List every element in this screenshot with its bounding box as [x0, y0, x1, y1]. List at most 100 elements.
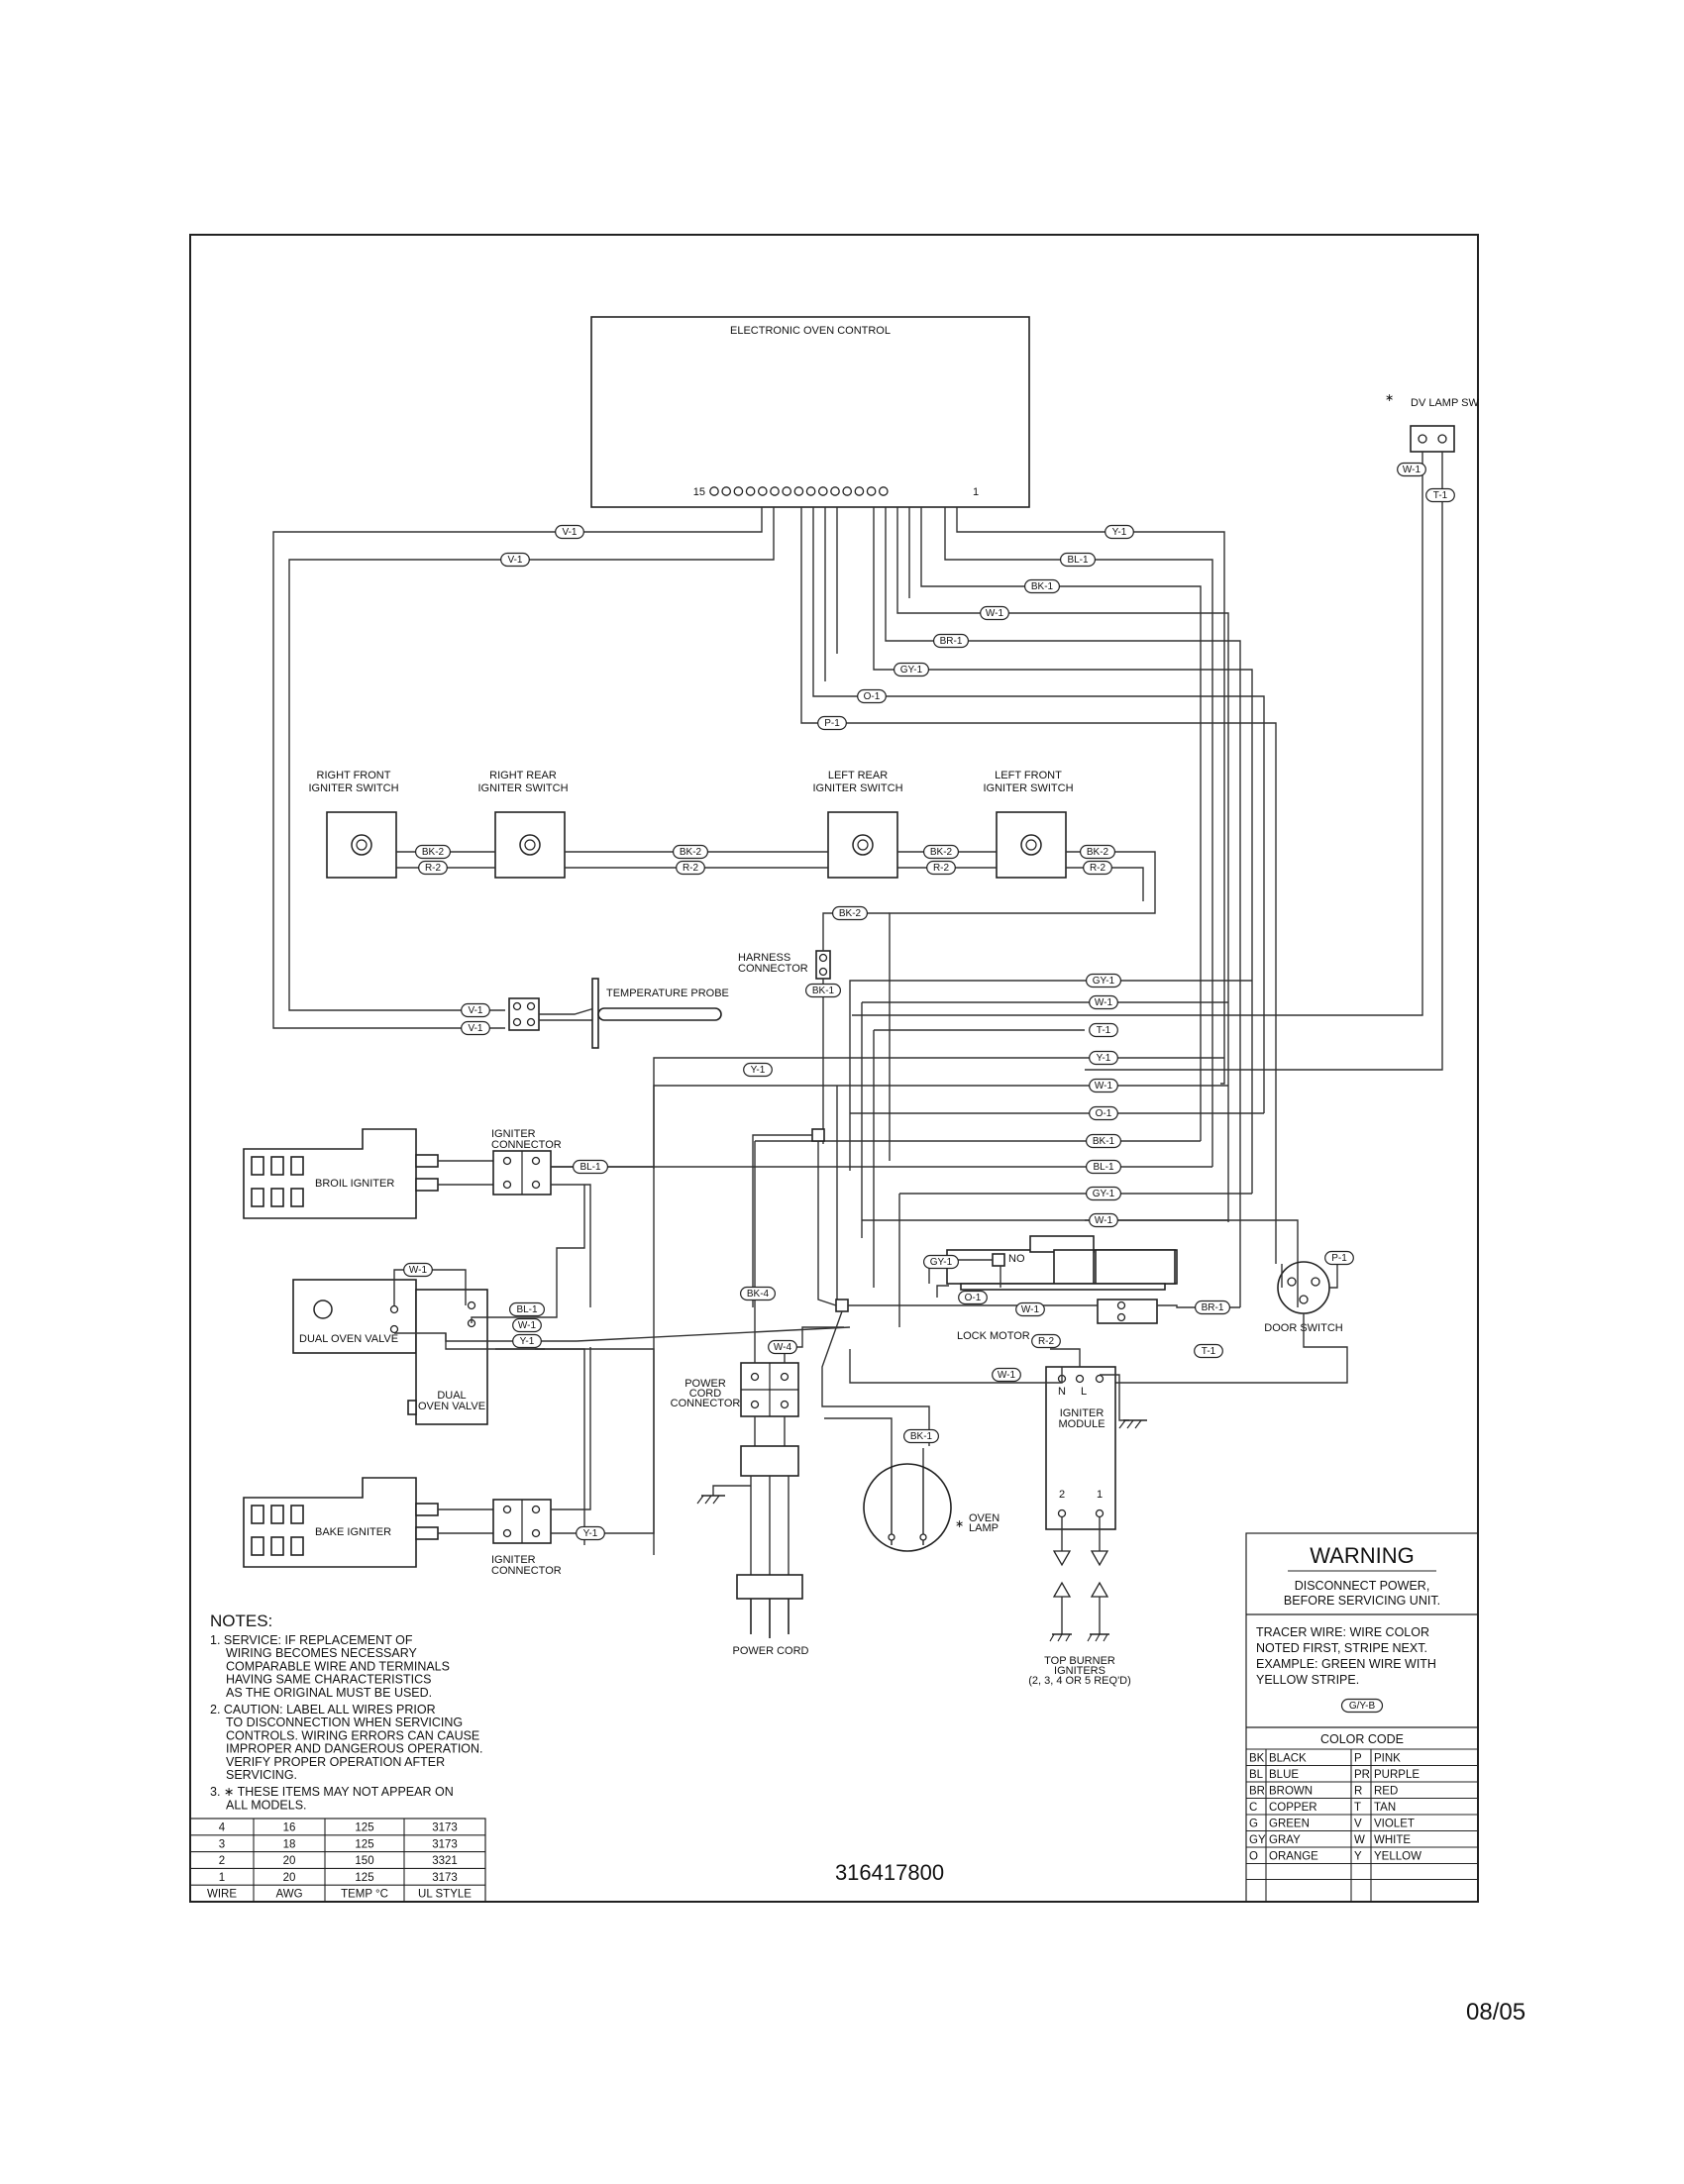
wire-tag-bk1: BK-1: [804, 983, 841, 998]
wire-tag-p1: P-1: [1324, 1250, 1354, 1266]
wire-table-cell: 20: [283, 1872, 296, 1884]
svg-text:T-1: T-1: [1097, 1025, 1111, 1036]
note-line: SERVICING.: [226, 1768, 297, 1782]
color-code-cell: PR: [1354, 1769, 1370, 1781]
wire-tag-gy1: GY-1: [1085, 1186, 1121, 1201]
wire-tag-w1: W-1: [1089, 994, 1118, 1010]
svg-text:W-1: W-1: [1095, 1215, 1113, 1226]
wire-table-cell: 150: [355, 1855, 373, 1867]
svg-text:IGNITER SWITCH: IGNITER SWITCH: [308, 782, 398, 794]
color-code-cell: T: [1354, 1802, 1361, 1814]
wire-tag-v1: V-1: [461, 1002, 490, 1018]
color-code-cell: PURPLE: [1374, 1769, 1420, 1781]
terminal-pin: [733, 486, 744, 496]
color-code-cell: Y: [1354, 1851, 1362, 1863]
svg-text:IGNITER: IGNITER: [1060, 1407, 1105, 1419]
svg-text:LAMP: LAMP: [969, 1522, 999, 1534]
color-code-cell: VIOLET: [1374, 1819, 1415, 1830]
temperature-probe: TEMPERATURE PROBE: [508, 978, 729, 1049]
wire-tag-r2: R-2: [1083, 860, 1112, 876]
svg-text:BK-2: BK-2: [680, 847, 702, 858]
wire-tag-v1: V-1: [500, 552, 530, 568]
electronic-oven-control: ELECTRONIC OVEN CONTROL 15 1: [590, 316, 1030, 508]
warning-box: WARNING DISCONNECT POWER, BEFORE SERVICI…: [1245, 1532, 1479, 1903]
svg-text:Y-1: Y-1: [1112, 527, 1127, 538]
svg-text:R-2: R-2: [683, 863, 699, 874]
notes: NOTES: 1. SERVICE: IF REPLACEMENT OFWIRI…: [210, 1612, 483, 1812]
wire-tag-r2: R-2: [926, 860, 956, 876]
svg-text:BK-1: BK-1: [1093, 1136, 1115, 1147]
wire-tag-t1: T-1: [1194, 1343, 1223, 1359]
wire-tag-y1: Y-1: [512, 1333, 542, 1349]
svg-text:(2, 3, 4 OR 5 REQ'D): (2, 3, 4 OR 5 REQ'D): [1028, 1675, 1131, 1687]
wire-tag-o1: O-1: [1089, 1105, 1118, 1121]
svg-text:T-1: T-1: [1202, 1346, 1216, 1357]
terminal-pin: [866, 486, 877, 496]
wire-tag-v1: V-1: [555, 524, 584, 540]
wire-tag-bl1: BL-1: [1059, 552, 1096, 568]
svg-text:Y-1: Y-1: [751, 1065, 766, 1076]
svg-text:CONNECTOR: CONNECTOR: [671, 1398, 741, 1409]
svg-text:DUAL: DUAL: [437, 1390, 466, 1402]
svg-text:P-1: P-1: [824, 718, 840, 729]
wire-bus: [272, 507, 1277, 1307]
wire-table-cell: 18: [283, 1838, 296, 1850]
terminal-pin: [842, 486, 853, 496]
tracer-line-3: EXAMPLE: GREEN WIRE WITH: [1256, 1657, 1436, 1671]
color-code-cell: BL: [1249, 1769, 1264, 1781]
note-line: COMPARABLE WIRE AND TERMINALS: [226, 1659, 450, 1673]
svg-text:IGNITER: IGNITER: [491, 1554, 536, 1566]
svg-text:W-1: W-1: [1403, 465, 1421, 475]
wire-tag-gy1: GY-1: [1085, 973, 1121, 988]
wire-tag-t1: T-1: [1089, 1022, 1118, 1038]
svg-text:O-1: O-1: [864, 691, 881, 702]
svg-text:V-1: V-1: [468, 1023, 482, 1034]
svg-text:L: L: [1081, 1386, 1087, 1398]
no-contact-label: NO: [1008, 1253, 1025, 1265]
wire-tag-w1: W-1: [1089, 1078, 1118, 1093]
wire-tag-o1: O-1: [857, 688, 887, 704]
note-line: WIRING BECOMES NECESSARY: [226, 1646, 418, 1660]
svg-text:R-2: R-2: [1038, 1336, 1055, 1347]
svg-text:OVEN: OVEN: [969, 1512, 1000, 1524]
svg-text:GY-1: GY-1: [1093, 1189, 1115, 1199]
svg-text:G/Y-B: G/Y-B: [1349, 1701, 1376, 1712]
wire-tag-y1: Y-1: [576, 1525, 605, 1541]
color-code-cell: ORANGE: [1269, 1851, 1318, 1863]
warning-line-2: BEFORE SERVICING UNIT.: [1284, 1594, 1440, 1608]
svg-text:GY-1: GY-1: [930, 1257, 953, 1268]
svg-text:R-2: R-2: [1090, 863, 1106, 874]
terminal-pin: [709, 486, 719, 496]
dv-lamp-sw-label: DV LAMP SW: [1411, 397, 1479, 409]
power-cord-label: POWER CORD: [733, 1645, 809, 1657]
dual-oven-valve: DUAL OVEN VALVE DUAL OVEN VALVE: [292, 1185, 851, 1555]
svg-text:BK-2: BK-2: [930, 847, 953, 858]
oven-lamp-asterisk: ∗: [955, 1518, 964, 1530]
power-cord-connector: POWER CORD CONNECTOR POWER CORD: [671, 1307, 844, 1657]
terminal-strip: [709, 486, 889, 496]
svg-text:IGNITER: IGNITER: [491, 1128, 536, 1140]
wire-tag-bk2: BK-2: [1079, 844, 1115, 860]
wire-table-cell: 3: [219, 1838, 225, 1850]
note-line: AS THE ORIGINAL MUST BE USED.: [226, 1686, 432, 1700]
wire-tag-w4: W-4: [768, 1339, 797, 1355]
color-code-cell: BROWN: [1269, 1786, 1313, 1798]
color-code-cell: GY: [1249, 1834, 1266, 1846]
wire-table-cell: 125: [355, 1838, 373, 1850]
svg-text:CONNECTOR: CONNECTOR: [491, 1139, 562, 1151]
svg-text:CORD: CORD: [689, 1388, 721, 1400]
color-code-cell: BLACK: [1269, 1753, 1307, 1765]
wire-table-cell: 1: [219, 1872, 225, 1884]
svg-text:BL-1: BL-1: [579, 1162, 601, 1173]
wire-table-cell: 3173: [432, 1822, 458, 1834]
lock-motor: NO LOCK MOTOR: [921, 1235, 1240, 1342]
left-front-igniter-switch: LEFT FRONT IGNITER SWITCH: [983, 770, 1074, 879]
color-code-cell: BK: [1249, 1753, 1265, 1765]
wire-tag-w1: W-1: [512, 1317, 542, 1333]
svg-text:BK-2: BK-2: [839, 908, 862, 919]
svg-text:O-1: O-1: [1096, 1108, 1112, 1119]
wire-tag-bl1: BL-1: [508, 1301, 545, 1317]
svg-text:W-4: W-4: [774, 1342, 792, 1353]
color-code-title: COLOR CODE: [1320, 1732, 1404, 1746]
